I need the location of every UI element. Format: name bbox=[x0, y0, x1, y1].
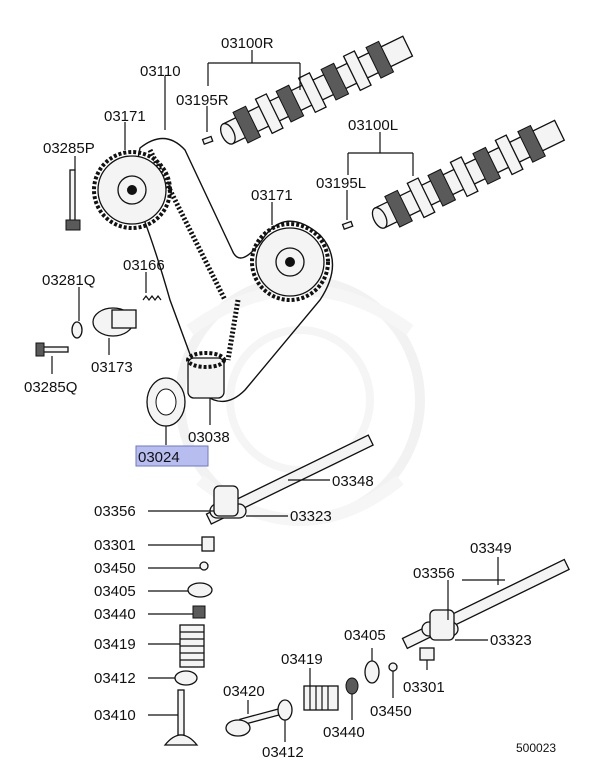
label-03440-b[interactable]: 03440 bbox=[323, 724, 365, 741]
label-03285P[interactable]: 03285P bbox=[43, 140, 95, 157]
label-03301-a[interactable]: 03301 bbox=[94, 537, 136, 554]
label-03281Q[interactable]: 03281Q bbox=[42, 272, 95, 289]
label-03195R[interactable]: 03195R bbox=[176, 92, 229, 109]
retainer-03450 bbox=[199, 561, 209, 571]
label-03038[interactable]: 03038 bbox=[188, 429, 230, 446]
label-03356-b[interactable]: 03356 bbox=[413, 565, 455, 582]
camshaft-right bbox=[220, 35, 414, 145]
label-03410[interactable]: 03410 bbox=[94, 707, 136, 724]
retainer-03450b bbox=[388, 662, 398, 672]
washer-03281Q bbox=[71, 321, 83, 339]
label-03419-a[interactable]: 03419 bbox=[94, 636, 136, 653]
label-03348[interactable]: 03348 bbox=[332, 473, 374, 490]
label-03412-a[interactable]: 03412 bbox=[94, 670, 136, 687]
label-03024[interactable]: 03024 bbox=[138, 449, 180, 466]
seat-03412b bbox=[277, 699, 293, 721]
label-03171-a[interactable]: 03171 bbox=[104, 108, 146, 125]
label-03419-b[interactable]: 03419 bbox=[281, 651, 323, 668]
label-03450-a[interactable]: 03450 bbox=[94, 560, 136, 577]
label-03285Q[interactable]: 03285Q bbox=[24, 379, 77, 396]
rocker-arm-03356b bbox=[421, 609, 459, 641]
spring-03419 bbox=[179, 624, 205, 668]
camshaft-sprocket-left bbox=[250, 222, 330, 302]
label-03301-b[interactable]: 03301 bbox=[403, 679, 445, 696]
part-labels: 03100R 03110 03195R 03171 03285P 03100L … bbox=[24, 35, 556, 761]
lash-adjuster-03301 bbox=[201, 536, 215, 552]
spring-03419b bbox=[303, 685, 339, 711]
label-03173[interactable]: 03173 bbox=[91, 359, 133, 376]
figure-number: 500023 bbox=[516, 741, 556, 755]
tensioner-pulley bbox=[92, 307, 137, 337]
dowel-pin-left bbox=[341, 220, 354, 231]
retainer-03405 bbox=[187, 582, 213, 598]
bolt-03285P bbox=[65, 169, 81, 231]
label-03412-b[interactable]: 03412 bbox=[262, 744, 304, 761]
seal-03440b bbox=[345, 677, 359, 695]
label-03110[interactable]: 03110 bbox=[140, 63, 181, 80]
seal-03440 bbox=[192, 605, 206, 619]
bolt-03285Q bbox=[35, 342, 69, 357]
retainer-03405b bbox=[364, 660, 380, 684]
dowel-pin-right bbox=[201, 135, 214, 146]
label-03171-b[interactable]: 03171 bbox=[251, 187, 293, 204]
label-03356-a[interactable]: 03356 bbox=[94, 503, 136, 520]
camshaft-sprocket-right bbox=[92, 150, 172, 230]
camshaft-left bbox=[371, 119, 566, 229]
highlight-box-03024 bbox=[135, 445, 209, 467]
label-03100L[interactable]: 03100L bbox=[348, 117, 398, 134]
label-03420[interactable]: 03420 bbox=[223, 683, 265, 700]
leader-lines bbox=[51, 50, 505, 742]
seat-03412 bbox=[174, 670, 198, 686]
tensioner-spring bbox=[142, 295, 162, 301]
label-03323-b[interactable]: 03323 bbox=[490, 632, 532, 649]
label-03450-b[interactable]: 03450 bbox=[370, 703, 412, 720]
valve-03420 bbox=[225, 708, 281, 737]
label-03323-a[interactable]: 03323 bbox=[290, 508, 332, 525]
timing-belt bbox=[131, 137, 334, 403]
label-03440-a[interactable]: 03440 bbox=[94, 606, 136, 623]
label-03195L[interactable]: 03195L bbox=[316, 175, 366, 192]
valve-03410 bbox=[163, 689, 199, 746]
crank-flange bbox=[146, 377, 186, 427]
rocker-arm-03356a bbox=[209, 485, 247, 519]
label-03166[interactable]: 03166 bbox=[123, 257, 165, 274]
label-03100R[interactable]: 03100R bbox=[221, 35, 274, 52]
label-03349[interactable]: 03349 bbox=[470, 540, 512, 557]
lash-adjuster-03301b bbox=[419, 647, 435, 661]
label-03405-a[interactable]: 03405 bbox=[94, 583, 136, 600]
label-03405-b[interactable]: 03405 bbox=[344, 627, 386, 644]
crankshaft-sprocket bbox=[186, 351, 226, 399]
